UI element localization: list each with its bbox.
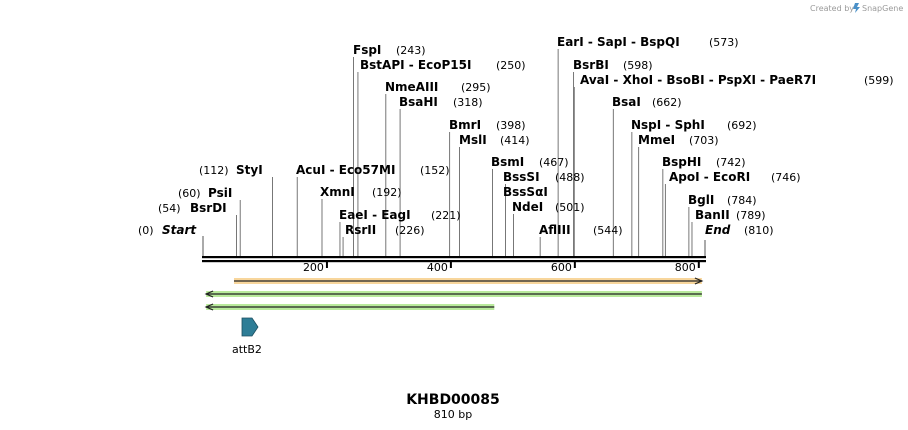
site-position: (692) — [727, 119, 757, 132]
site-position: (662) — [652, 96, 682, 109]
site-position: (746) — [771, 171, 801, 184]
end-label: End — [705, 223, 731, 237]
site-position: (703) — [689, 134, 719, 147]
site-name: PsiI — [208, 186, 232, 200]
site-name: BsaI — [612, 95, 641, 109]
site-name: BsmI — [491, 155, 524, 169]
site-position: (398) — [496, 119, 526, 132]
sequence-length: 810 bp — [434, 408, 472, 421]
feature-label: attB2 — [232, 343, 262, 356]
site-position: (742) — [716, 156, 746, 169]
site-position: (226) — [395, 224, 425, 237]
site-name: BsaHI — [399, 95, 438, 109]
orf-arrow — [204, 303, 495, 311]
site-position: (243) — [396, 44, 426, 57]
site-name: MmeI — [638, 133, 675, 147]
site-position: (54) — [158, 202, 181, 215]
site-position: (295) — [461, 81, 491, 94]
tick-label: 200 — [303, 261, 324, 274]
site-position: (414) — [500, 134, 530, 147]
feature-attb2[interactable]: attB2 — [232, 317, 262, 356]
site-name: BssSαI — [503, 185, 548, 199]
site-position: (112) — [199, 164, 229, 177]
site-name: XmnI — [320, 185, 355, 199]
credit-prefix: Created by — [810, 4, 854, 13]
site-leader-lines — [236, 49, 693, 256]
site-position: (60) — [178, 187, 201, 200]
site-position: (250) — [496, 59, 526, 72]
sequence-name: KHBD00085 — [406, 392, 500, 408]
site-name: StyI — [236, 163, 263, 177]
site-name: AflIII — [539, 223, 571, 237]
site-position: (221) — [431, 209, 461, 222]
site-position: (152) — [420, 164, 450, 177]
site-name: BssSI — [503, 170, 540, 184]
site-name: AcuI - Eco57MI — [296, 163, 395, 177]
end-position: (810) — [744, 224, 774, 237]
site-labels: (54) BsrDI(60) PsiI (112) StyI (152) AcuI - Ec… — [158, 35, 894, 237]
snapgene-logo-icon — [853, 3, 860, 13]
tick-label: 600 — [551, 261, 572, 274]
site-position: (544) — [593, 224, 623, 237]
feature-arrow-icon — [241, 317, 259, 337]
site-position: (573) — [709, 36, 739, 49]
site-name: BstAPI - EcoP15I — [360, 58, 471, 72]
site-name: BspHI — [662, 155, 701, 169]
site-name: EarI - SapI - BspQI — [557, 35, 680, 49]
site-name: MslI — [459, 133, 487, 147]
site-name: AvaI - XhoI - BsoBI - PspXI - PaeR7I — [580, 73, 816, 87]
site-name: ApoI - EcoRI — [669, 170, 750, 184]
ruler-ticks: 200 400 600 800 — [303, 261, 700, 274]
site-name: BmrI — [449, 118, 481, 132]
site-name: NdeI — [512, 200, 543, 214]
site-position: (599) — [864, 74, 894, 87]
credit-brand: SnapGene — [862, 4, 903, 13]
tick-label: 800 — [675, 261, 696, 274]
site-position: (789) — [736, 209, 766, 222]
site-position: (598) — [623, 59, 653, 72]
site-name: BsrBI — [573, 58, 609, 72]
site-name: BglI — [688, 193, 714, 207]
site-position: (501) — [555, 201, 585, 214]
orf-arrow — [233, 277, 704, 285]
site-position: (784) — [727, 194, 757, 207]
sequence-backbone — [202, 256, 706, 263]
site-name: BsrDI — [190, 201, 227, 215]
site-position: (318) — [453, 96, 483, 109]
site-position: (192) — [372, 186, 402, 199]
feature-layer: attB2 — [232, 317, 262, 356]
site-name: EaeI - EagI — [339, 208, 411, 222]
start-label: Start — [162, 223, 197, 237]
tick-label: 400 — [427, 261, 448, 274]
start-position: (0) — [138, 224, 154, 237]
site-position: (467) — [539, 156, 569, 169]
site-name: RsrII — [345, 223, 376, 237]
site-name: FspI — [353, 43, 381, 57]
orf-arrow — [204, 290, 702, 298]
site-name: NspI - SphI — [631, 118, 705, 132]
site-position: (488) — [555, 171, 585, 184]
site-name: BanII — [695, 208, 730, 222]
orf-arrows — [204, 277, 704, 311]
site-name: NmeAIII — [385, 80, 438, 94]
